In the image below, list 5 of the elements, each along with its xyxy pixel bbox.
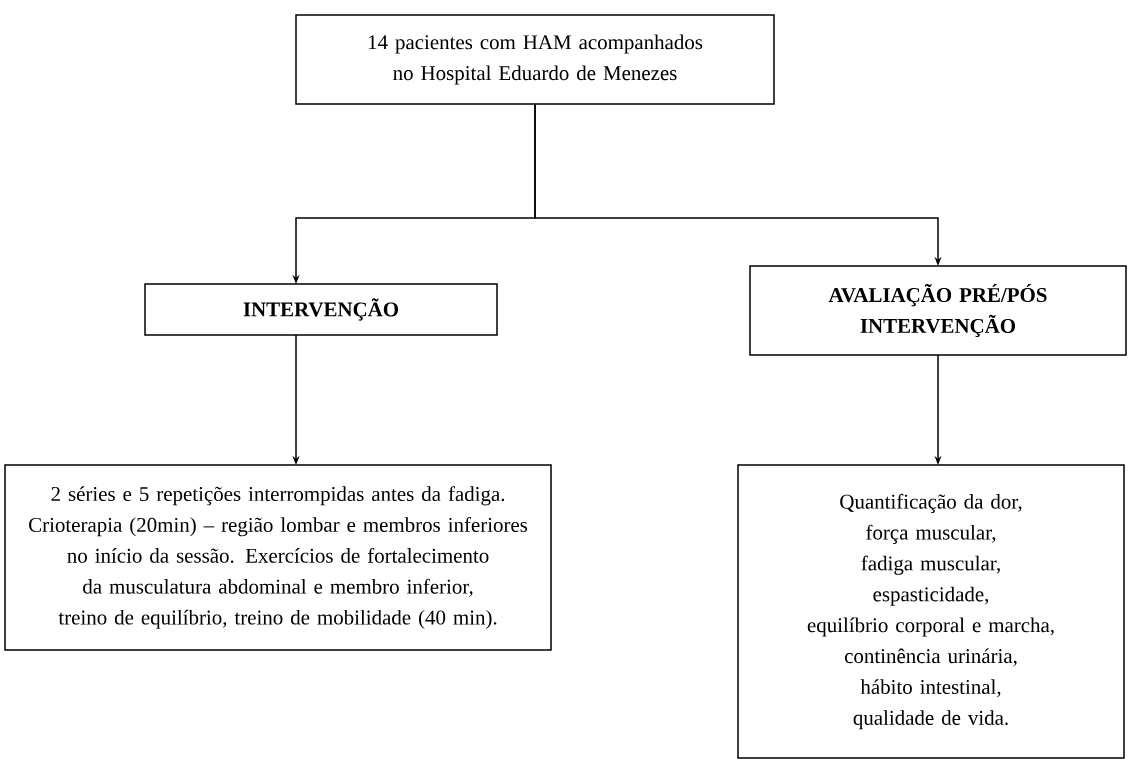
process-box: 14 pacientes com HAM acompanhados no Hospital Eduardo de Menezes	[295, 14, 775, 105]
process-box: AVALIAÇÃO PRÉ/PÓS INTERVENÇÃO	[749, 265, 1127, 356]
process-box: INTERVENÇÃO	[144, 283, 498, 336]
text-box: Quantificação da dor, força muscular, fadiga muscular, espasticidade, equilíbrio corporal e marcha, continência urinária, hábito intestinal, qualidade de vida.	[737, 464, 1125, 759]
text-box: 2 séries e 5 repetições interrompidas antes da fadiga. Crioterapia (20min) – região lombar e membros inferiores no início da sessão. Exercícios de fortalecimento da musculatura abdominal e membro inferior, treino de equilíbrio, treino de mobilidade (40 min).	[4, 464, 552, 651]
